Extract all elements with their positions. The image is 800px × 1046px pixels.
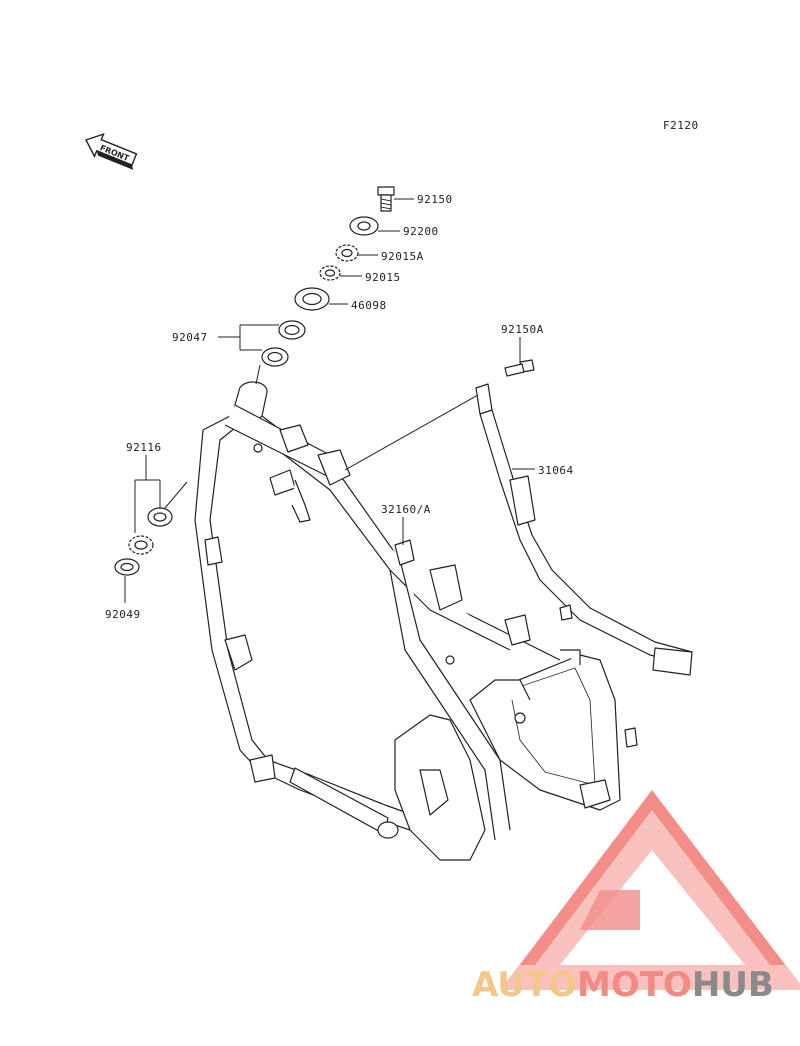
label-92116: 92116 [126,441,162,454]
label-92047: 92047 [172,331,208,344]
bolt-92150A-icon [504,359,535,377]
label-92150A: 92150A [501,323,544,336]
label-32160A: 32160/A [381,503,431,516]
label-92015A: 92015A [381,250,424,263]
watermark-text: AUTOMOTOHUB [472,965,774,1005]
watermark-logo-icon [500,790,800,990]
figure-code: F2120 [663,119,699,132]
bearing-92047-lower-icon [261,347,289,367]
bolt-92150-icon [377,186,395,212]
seal-46098-icon [294,287,330,311]
watermark-auto: AUTO [472,965,577,1005]
seal-92049-icon [114,558,140,576]
svg-text:AUTOMOTOHUB: AUTOMOTOHUB [472,965,774,1005]
nut-92015A-icon [335,244,359,262]
label-92049: 92049 [105,608,141,621]
leader-lines [124,198,535,603]
label-31064: 31064 [538,464,574,477]
washer-92200-icon [349,216,379,236]
label-92150: 92150 [417,193,453,206]
sub-frame-31064 [475,383,693,676]
watermark-hub: HUB [692,965,774,1005]
label-92015: 92015 [365,271,401,284]
watermark-moto: MOTO [577,965,692,1005]
bearing-92047-upper-icon [278,320,306,340]
bearing-92116-lower-icon [128,535,154,555]
bearing-92116-upper-icon [147,507,173,527]
label-92200: 92200 [403,225,439,238]
main-frame-32160 [194,381,638,861]
front-arrow-icon: FRONT [85,132,138,170]
nut-92015-icon [319,265,341,281]
label-46098: 46098 [351,299,387,312]
